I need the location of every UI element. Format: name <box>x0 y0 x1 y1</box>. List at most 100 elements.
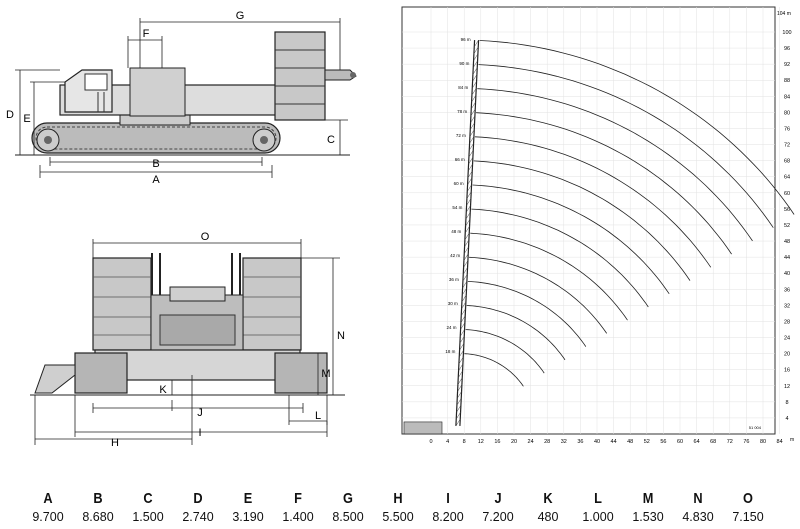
x-tick-label: 36 <box>577 439 583 445</box>
y-tick-label: 84 <box>784 94 790 100</box>
radius-arcs <box>464 40 795 387</box>
lattice-brace <box>457 391 462 399</box>
boom-length-label: 30 m <box>448 301 458 306</box>
lattice-brace <box>473 46 479 54</box>
x-tick-label: 52 <box>644 439 650 445</box>
crane-rear-view-drawing: O N M K J L I H <box>30 231 345 449</box>
boom-length-label: 48 m <box>451 229 461 234</box>
radius-arc <box>471 208 649 308</box>
radius-arc <box>472 184 670 295</box>
boom-length-label: 90 m <box>459 61 469 66</box>
y-tick-label: 68 <box>784 159 790 165</box>
x-tick-label: 76 <box>743 439 749 445</box>
dimension-value: 3.190 <box>232 510 264 524</box>
lattice-brace <box>465 225 470 234</box>
y-tick-label: 64 <box>784 175 790 181</box>
dimension-e: E 3.190 <box>218 490 278 525</box>
dimension-value: 480 <box>537 510 559 524</box>
lattice-brace <box>460 322 466 330</box>
dimension-value: 8.200 <box>432 510 464 524</box>
dimension-value: 7.150 <box>732 510 764 524</box>
boom-length-label: 18 m <box>445 349 455 354</box>
y-tick-label: 76 <box>784 126 790 132</box>
x-tick-label: 4 <box>446 439 449 445</box>
y-tick-label: 56 <box>784 207 790 213</box>
dim-label-b: B <box>152 158 159 170</box>
dimension-value: 1.530 <box>632 510 664 524</box>
radius-arc <box>466 305 566 361</box>
y-tick-label: 88 <box>784 78 790 84</box>
lattice-brace <box>458 356 464 365</box>
y-tick-label: 96 <box>784 46 790 52</box>
counterweight-right <box>242 257 302 351</box>
x-tick-label: 12 <box>478 439 484 445</box>
y-tick-label: 52 <box>784 223 790 229</box>
lattice-brace <box>470 108 476 116</box>
y-tick-label: 40 <box>784 271 790 277</box>
x-tick-label: 64 <box>694 439 700 445</box>
y-axis-unit: 104 m <box>777 11 791 17</box>
lattice-brace <box>455 418 461 427</box>
lattice-brace <box>456 398 462 406</box>
lattice-brace <box>471 88 477 96</box>
dimension-value: 2.740 <box>182 510 214 524</box>
dimension-letter: O <box>743 490 753 507</box>
lattice-brace <box>459 350 464 358</box>
dimension-value: 5.500 <box>382 510 414 524</box>
radius-arc <box>470 232 628 321</box>
y-tick-label: 12 <box>784 384 790 390</box>
boom-length-label: 72 m <box>456 133 466 138</box>
x-tick-label: 48 <box>627 439 633 445</box>
dimension-letter: A <box>43 490 53 507</box>
carbody <box>94 349 301 381</box>
dimension-value: 1.500 <box>132 510 164 524</box>
boom-length-label: 36 m <box>449 277 459 282</box>
dimension-letter: N <box>693 490 703 507</box>
y-tick-label: 24 <box>784 336 790 342</box>
dimension-value: 1.400 <box>282 510 314 524</box>
dimension-value: 8.500 <box>332 510 364 524</box>
y-tick-label: 80 <box>784 110 790 116</box>
dimension-letter: F <box>294 490 302 507</box>
y-tick-labels: 1009692888480767268646056524844403632282… <box>782 30 791 422</box>
lattice-brace <box>471 101 476 110</box>
lattice-brace <box>469 143 474 151</box>
lattice-brace <box>468 157 474 165</box>
boom-lattice <box>403 39 480 435</box>
lattice-brace <box>467 170 473 179</box>
dimension-letter: E <box>243 490 253 507</box>
y-tick-label: 44 <box>784 255 790 261</box>
boom-length-label: 42 m <box>450 253 460 258</box>
lattice-brace <box>462 281 468 289</box>
lattice-brace <box>458 363 464 371</box>
x-tick-label: 28 <box>544 439 550 445</box>
lattice-brace <box>463 267 468 275</box>
boom-length-label: 54 m <box>452 205 462 210</box>
boom-chord <box>455 40 476 426</box>
lattice-brace <box>462 287 467 296</box>
dimension-letter: K <box>543 490 553 507</box>
lattice-brace <box>467 177 473 185</box>
crawler-track-right <box>274 352 328 394</box>
lattice-brace <box>468 150 474 158</box>
y-tick-label: 60 <box>784 191 790 197</box>
lattice-brace <box>464 246 469 254</box>
dimension-letter: B <box>93 490 103 507</box>
lattice-brace <box>463 253 469 261</box>
lattice-brace <box>464 232 470 241</box>
x-tick-label: 80 <box>760 439 766 445</box>
lattice-brace <box>470 122 475 130</box>
lattice-brace <box>456 412 461 420</box>
radius-arc <box>464 353 524 387</box>
radius-arc <box>467 281 587 347</box>
lattice-brace <box>459 336 465 344</box>
radius-arc <box>478 64 774 228</box>
